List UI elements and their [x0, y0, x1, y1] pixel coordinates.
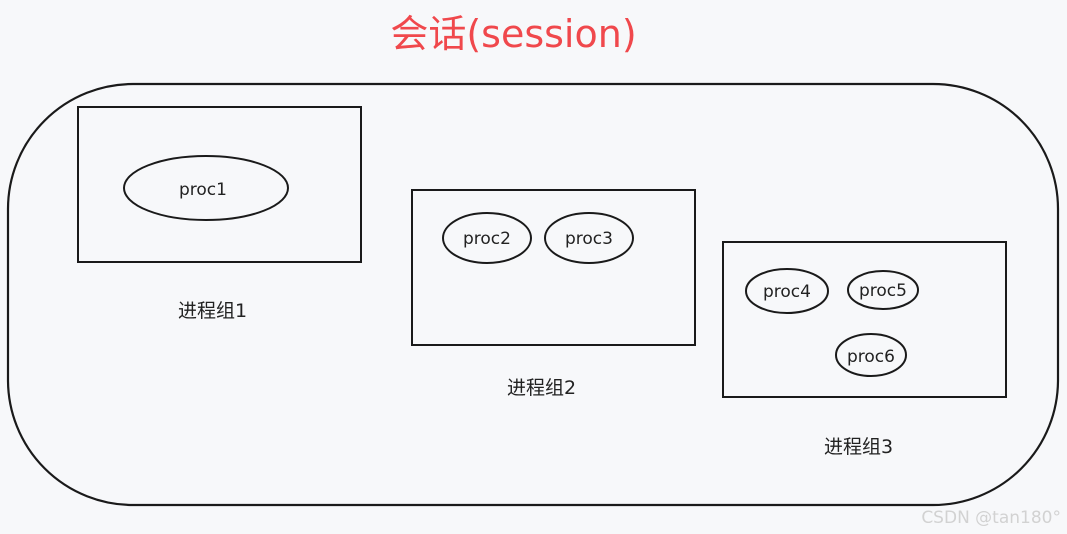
process-proc4: [745, 268, 829, 314]
process-group-1-label: 进程组1: [178, 300, 248, 322]
process-proc3: [544, 212, 634, 264]
process-proc4-label: proc4: [763, 282, 811, 302]
process-proc5-label: proc5: [859, 281, 907, 301]
process-proc6-label: proc6: [847, 347, 895, 367]
process-group-2-box: [411, 189, 696, 346]
process-proc3-label: proc3: [565, 229, 613, 249]
process-proc1: [123, 155, 289, 221]
process-proc2-label: proc2: [463, 229, 511, 249]
process-proc5: [847, 270, 919, 310]
process-group-3-box: [722, 241, 1007, 398]
process-proc2: [442, 212, 532, 264]
process-group-2-label: 进程组2: [507, 377, 577, 399]
process-proc6: [835, 333, 907, 377]
process-proc1-label: proc1: [179, 180, 227, 200]
session-title-text: 会话(session): [390, 12, 637, 56]
process-group-3-label: 进程组3: [824, 436, 894, 458]
session-boundary: [6, 82, 1060, 507]
csdn-watermark: CSDN @tan180°: [921, 508, 1061, 528]
session-title: 会话(session): [0, 12, 1067, 56]
process-group-1-box: [77, 106, 362, 263]
